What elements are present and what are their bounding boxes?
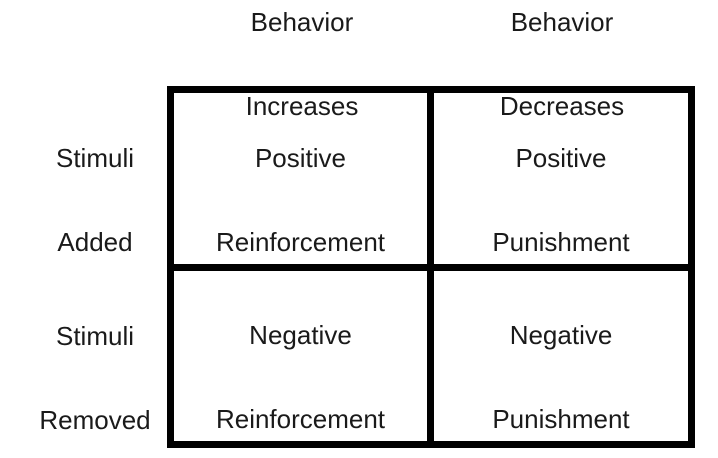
- cell-line1: Positive: [254, 142, 347, 173]
- cell-line1: Negative: [249, 320, 352, 350]
- column-header-line1: Behavior: [510, 7, 614, 37]
- grid-horizontal-divider: [167, 264, 695, 271]
- cell-positive-punishment: Positive Punishment: [434, 93, 688, 264]
- row-header-line2: Added: [57, 227, 133, 257]
- row-header-stimuli-added: Stimuli Added: [20, 92, 170, 266]
- cell-line2: Punishment: [492, 226, 630, 257]
- row-header-stimuli-removed: Stimuli Removed: [20, 272, 170, 442]
- cell-negative-punishment: Negative Punishment: [434, 271, 688, 441]
- row-header-line1: Stimuli: [55, 321, 134, 351]
- cell-line2: Reinforcement: [215, 404, 386, 434]
- column-header-line2: Decreases: [499, 91, 625, 121]
- column-header-line1: Behavior: [250, 7, 354, 37]
- column-header-behavior-increases: Behavior Increases: [174, 0, 430, 121]
- row-header-line2: Removed: [39, 405, 151, 435]
- cell-positive-reinforcement: Positive Reinforcement: [174, 93, 427, 264]
- cell-line1: Positive: [515, 142, 607, 173]
- column-header-behavior-decreases: Behavior Decreases: [433, 0, 691, 121]
- row-header-line1: Stimuli: [55, 143, 134, 173]
- cell-negative-reinforcement: Negative Reinforcement: [174, 271, 427, 441]
- cell-line2: Punishment: [492, 404, 630, 434]
- column-header-line2: Increases: [245, 91, 359, 121]
- cell-line2: Reinforcement: [215, 226, 386, 257]
- cell-line1: Negative: [509, 320, 613, 350]
